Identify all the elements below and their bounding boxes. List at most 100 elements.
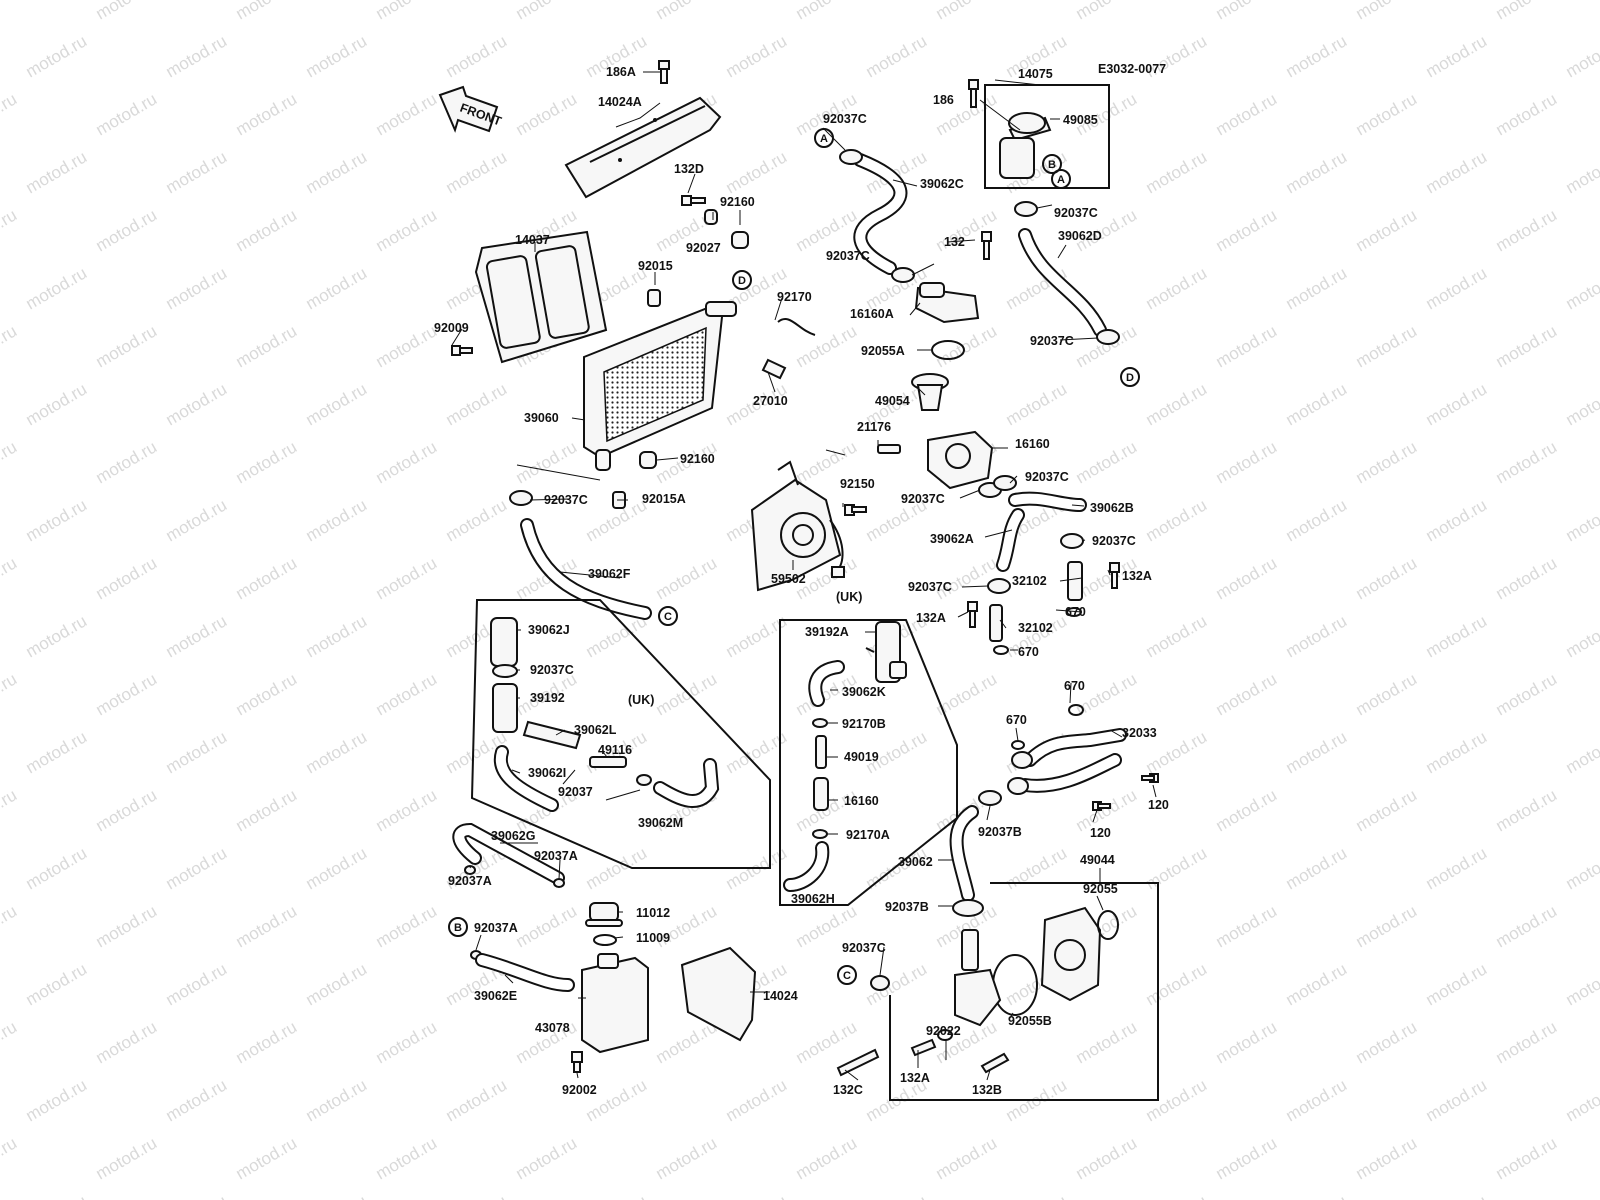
- uk-box-left: [470, 599, 771, 869]
- watermark-text: motod.ru: [93, 437, 161, 487]
- label-14037: 14037: [515, 233, 550, 247]
- watermark-text: motod.ru: [373, 321, 441, 371]
- watermark-text: motod.ru: [1493, 437, 1561, 487]
- watermark-text: motod.ru: [653, 0, 721, 23]
- watermark-text: motod.ru: [93, 89, 161, 139]
- label-132D: 132D: [674, 162, 704, 176]
- watermark-text: motod.ru: [1283, 843, 1351, 893]
- label-92037C-right-bottom: 92037C: [1030, 334, 1074, 348]
- watermark-text: motod.ru: [23, 727, 91, 777]
- watermark-text: motod.ru: [1493, 785, 1561, 835]
- watermark-text: motod.ru: [93, 321, 161, 371]
- thermostat-cover-16160A: [914, 282, 980, 324]
- watermark-text: motod.ru: [0, 553, 20, 603]
- hose-39062K: [808, 660, 845, 707]
- watermark-text: motod.ru: [1353, 89, 1421, 139]
- watermark-text: motod.ru: [1353, 785, 1421, 835]
- water-pipe-32033: [1007, 728, 1127, 795]
- watermark-text: motod.ru: [443, 1191, 511, 1200]
- watermark-text: motod.ru: [23, 1191, 91, 1200]
- label-39062M: 39062M: [638, 816, 683, 830]
- bolt-132A: [910, 1038, 937, 1057]
- label-43078: 43078: [535, 1021, 570, 1035]
- label-92015: 92015: [638, 259, 673, 273]
- label-92170B: 92170B: [842, 717, 886, 731]
- part-labels: 186A 14024A 132D 92160 92027 14037 92015…: [434, 65, 1169, 1097]
- watermark-text: motod.ru: [1493, 669, 1561, 719]
- watermark-text: motod.ru: [1213, 0, 1281, 23]
- watermark-text: motod.ru: [303, 843, 371, 893]
- label-132A: 132A: [900, 1071, 930, 1085]
- bolt-132A-a: [1109, 562, 1120, 589]
- hose-39062H: [783, 841, 830, 892]
- label-92170A: 92170A: [846, 828, 890, 842]
- watermark-text: motod.ru: [1283, 1075, 1351, 1125]
- watermark-text: motod.ru: [1423, 959, 1491, 1009]
- hose-16160: [813, 777, 829, 811]
- watermark-text: motod.ru: [933, 321, 1001, 371]
- uk-label-center: (UK): [836, 590, 862, 604]
- watermark-text: motod.ru: [1493, 1017, 1561, 1067]
- watermark-text: motod.ru: [443, 379, 511, 429]
- clip-39192A: [865, 647, 875, 653]
- hose-39062G: [452, 822, 565, 885]
- clamp-92037A-b: [553, 878, 565, 888]
- watermark-text: motod.ru: [793, 0, 861, 23]
- label-49085: 49085: [1063, 113, 1098, 127]
- watermark-text: motod.ru: [0, 89, 20, 139]
- watermark-text: motod.ru: [1353, 205, 1421, 255]
- watermark-text: motod.ru: [653, 1133, 721, 1183]
- water-pump-box-49044: [889, 882, 1159, 1101]
- watermark-text: motod.ru: [163, 611, 231, 661]
- label-92150: 92150: [840, 477, 875, 491]
- watermark-text: motod.ru: [303, 959, 371, 1009]
- watermark-text: motod.ru: [0, 785, 20, 835]
- label-92037C-top: 92037C: [823, 112, 867, 126]
- watermark-text: motod.ru: [1563, 263, 1600, 313]
- label-92037C-housing-b: 92037C: [901, 492, 945, 506]
- label-92037A-c: 92037A: [474, 921, 518, 935]
- radiator-shroud-14037: [474, 230, 608, 364]
- watermark-text: motod.ru: [1073, 1017, 1141, 1067]
- watermark-text: motod.ru: [1493, 321, 1561, 371]
- clamp-92037C-right-bottom: [1096, 329, 1120, 345]
- grommet-92160-bottom: [639, 451, 657, 469]
- washer-670-d: [1011, 740, 1025, 750]
- label-120-a: 120: [1090, 826, 1111, 840]
- watermark-text: motod.ru: [0, 669, 20, 719]
- watermark-text: motod.ru: [233, 89, 301, 139]
- label-16160-housing: 16160: [1015, 437, 1050, 451]
- label-92037C-left: 92037C: [544, 493, 588, 507]
- label-670-d: 670: [1006, 713, 1027, 727]
- label-39062F: 39062F: [588, 567, 631, 581]
- watermark-text: motod.ru: [373, 437, 441, 487]
- watermark-text: motod.ru: [303, 263, 371, 313]
- watermark-text: motod.ru: [373, 1017, 441, 1067]
- label-92037C-housing-c: 92037C: [1092, 534, 1136, 548]
- pump-body: [954, 929, 1002, 1027]
- label-132: 132: [944, 235, 965, 249]
- bolt-132: [981, 231, 992, 260]
- bolt-132C: [836, 1048, 880, 1077]
- watermark-text: motod.ru: [723, 147, 791, 197]
- watermark-text: motod.ru: [93, 553, 161, 603]
- label-132B: 132B: [972, 1083, 1002, 1097]
- fan-switch-27010: [761, 358, 787, 380]
- watermark-text: motod.ru: [1213, 553, 1281, 603]
- watermark-text: motod.ru: [163, 31, 231, 81]
- watermark-text: motod.ru: [93, 0, 161, 23]
- watermark-text: motod.ru: [1563, 727, 1600, 777]
- hose-39062I: [493, 745, 559, 812]
- label-92037C-pump: 92037C: [842, 941, 886, 955]
- label-49019: 49019: [844, 750, 879, 764]
- label-92160-top: 92160: [720, 195, 755, 209]
- label-49054: 49054: [875, 394, 910, 408]
- label-49116: 49116: [598, 743, 632, 757]
- washer-670-b: [993, 645, 1009, 655]
- ref-label: C: [843, 970, 851, 982]
- watermark-text: motod.ru: [1563, 147, 1600, 197]
- watermark-text: motod.ru: [1143, 843, 1211, 893]
- watermark-text: motod.ru: [1283, 495, 1351, 545]
